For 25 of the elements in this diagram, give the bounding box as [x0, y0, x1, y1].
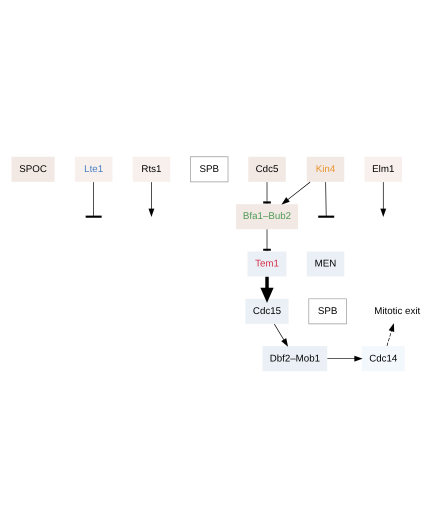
arrow	[386, 322, 394, 346]
node-box: SPOC	[12, 156, 55, 182]
node-box: Tem1	[248, 250, 286, 276]
arrow	[326, 355, 363, 362]
node-box: Cdc5	[248, 156, 286, 182]
node-text: Mitotic exit	[374, 305, 420, 316]
arrow	[148, 181, 154, 216]
node-box: Kin4	[306, 156, 344, 182]
arrow	[274, 323, 288, 346]
node-box: Elm1	[364, 156, 402, 182]
arrow	[380, 181, 386, 216]
node-box: Cdc15	[245, 298, 289, 324]
node-box: Dbf2–Mob1	[262, 346, 328, 371]
node-box: SPB	[190, 156, 228, 182]
node-box: Rts1	[132, 156, 170, 182]
connector	[325, 181, 327, 216]
node-box: Bfa1–Bub2	[236, 204, 298, 229]
node-box: Cdc14	[362, 346, 405, 371]
node-box: Lte1	[74, 156, 112, 182]
connector	[263, 228, 271, 251]
node-box: SPB	[308, 298, 347, 324]
connector	[263, 181, 271, 204]
connector	[93, 181, 94, 216]
arrow	[260, 276, 274, 302]
arrow	[281, 181, 310, 204]
